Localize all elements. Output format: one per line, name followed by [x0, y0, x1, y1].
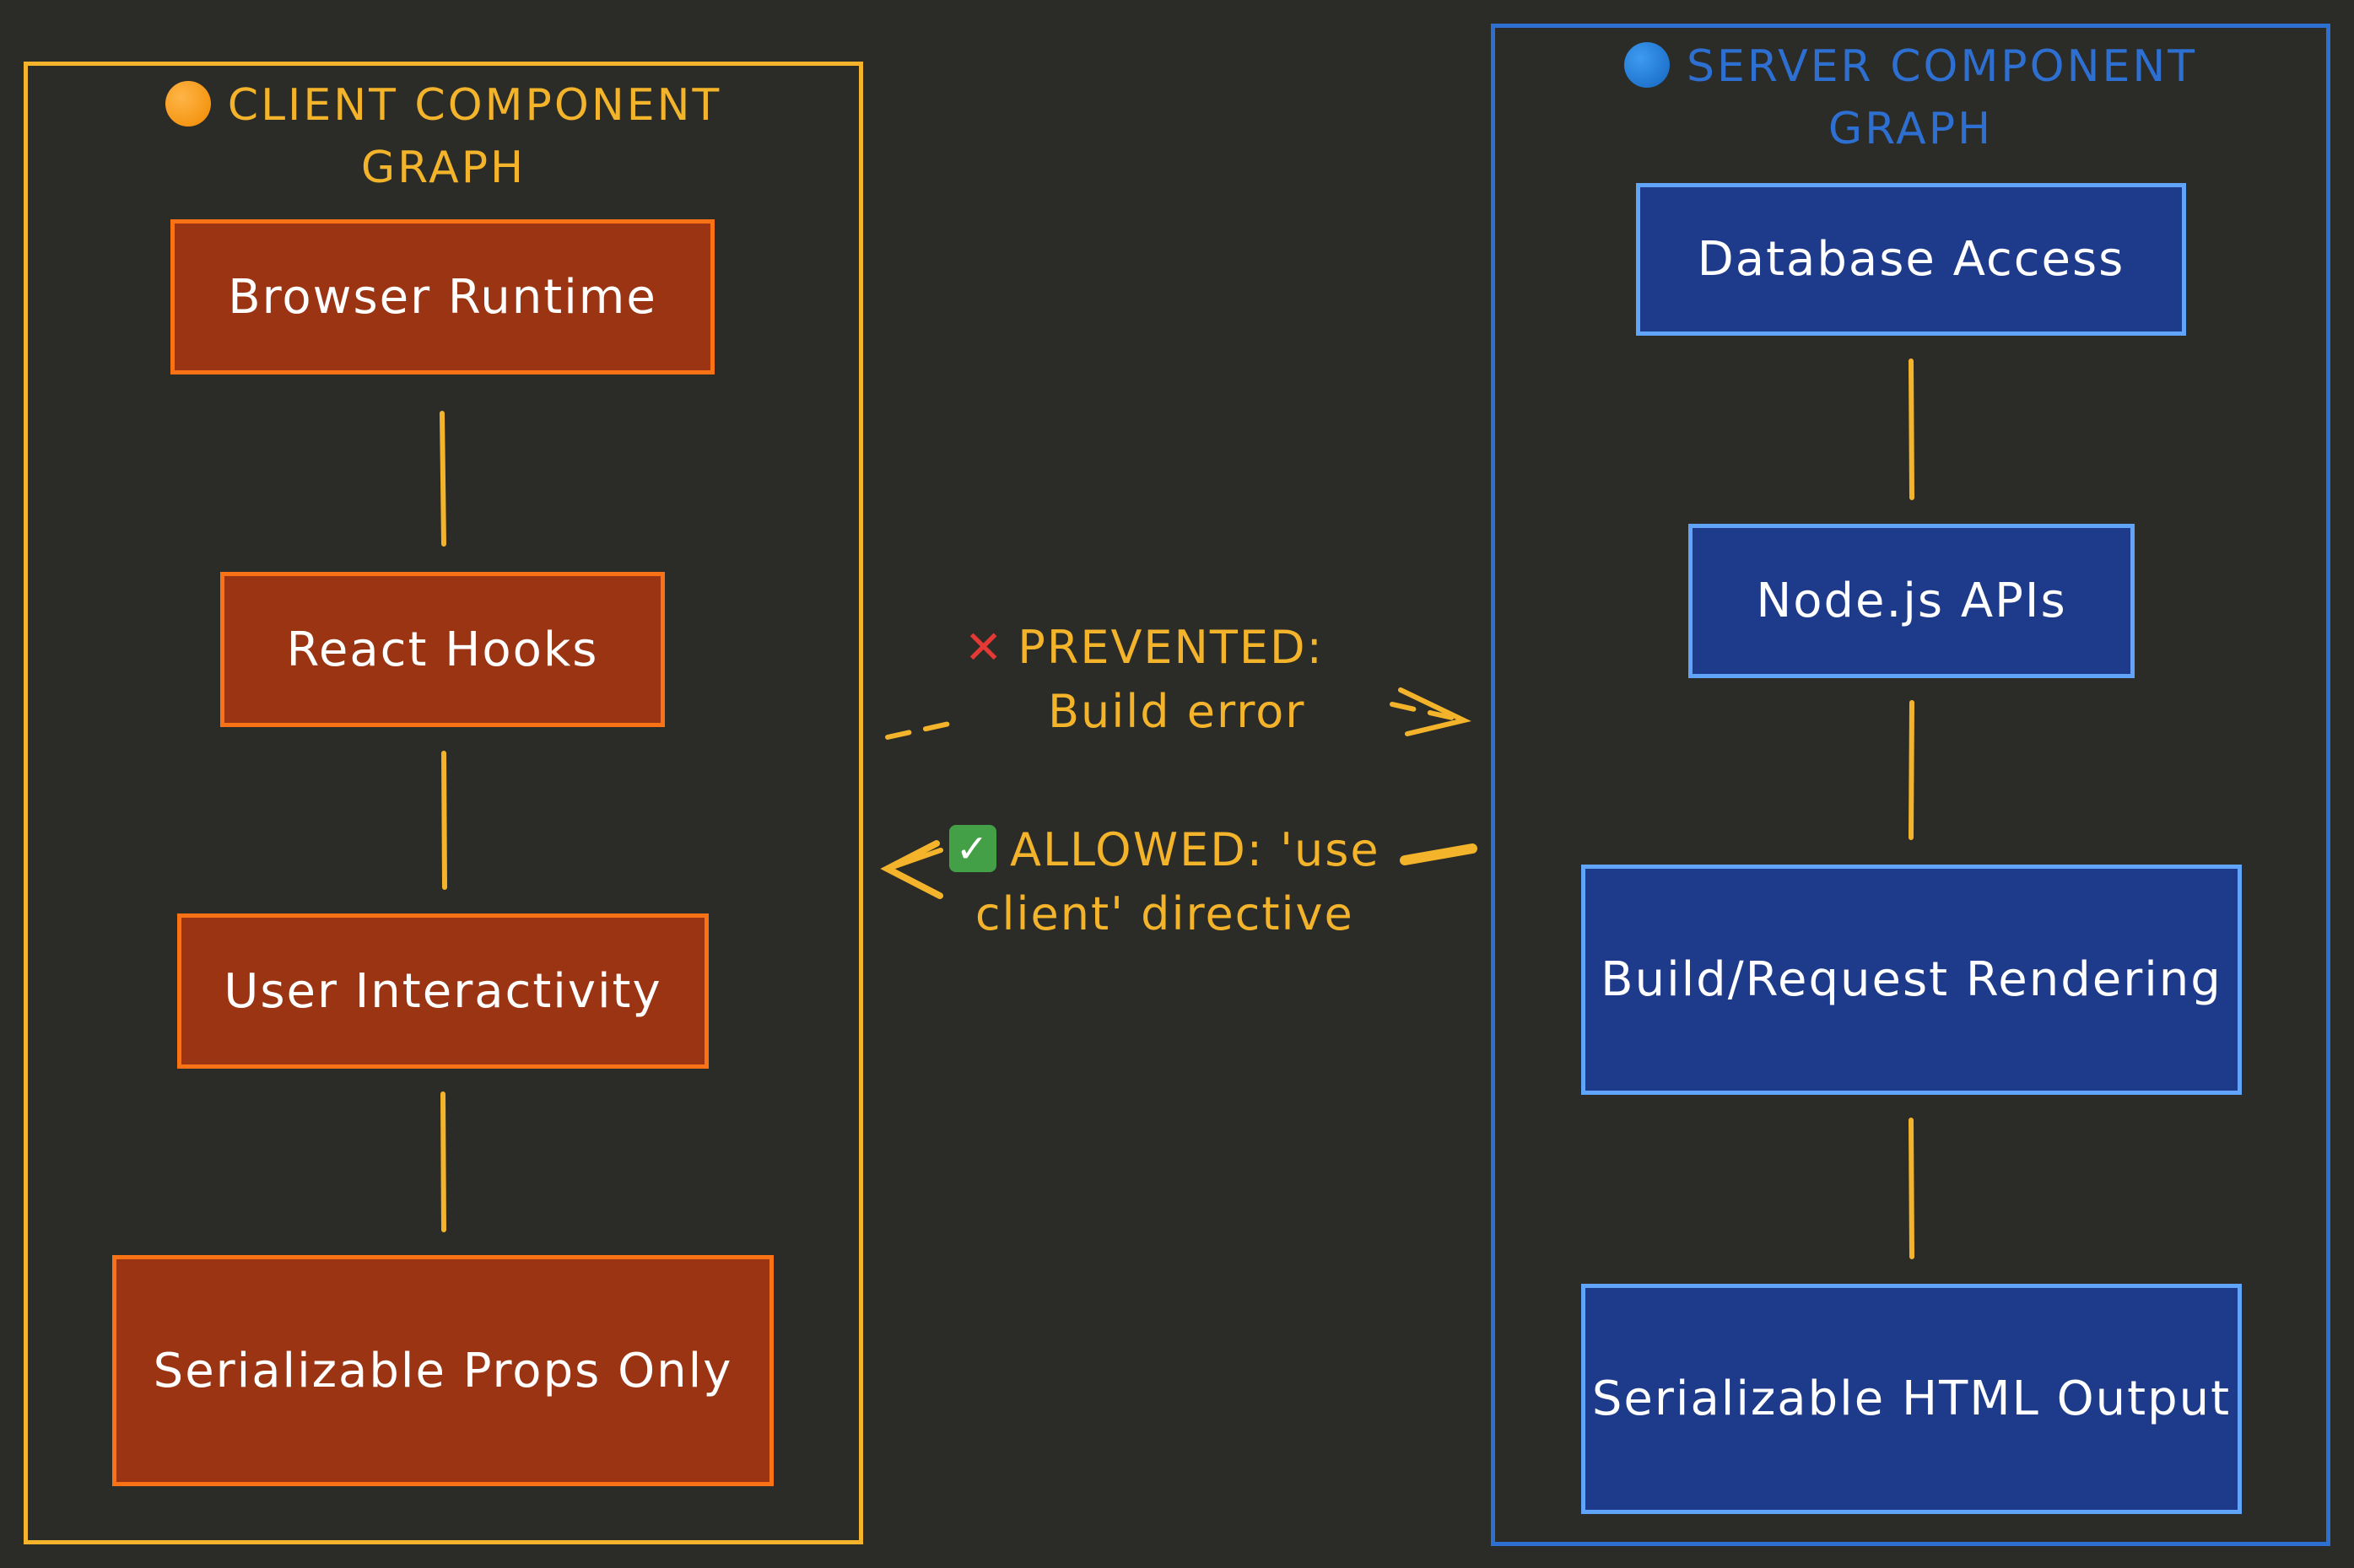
node-database-access: Database Access	[1636, 183, 2186, 336]
client-component-graph	[24, 62, 863, 1544]
orange-circle-icon	[165, 81, 211, 127]
node-label: Serializable HTML Output	[1591, 1371, 2232, 1426]
node-serializable-props-only: Serializable Props Only	[112, 1255, 774, 1486]
node-label: React Hooks	[286, 622, 599, 677]
allowed-label-line2: client' directive	[975, 887, 1354, 940]
connector-database-nodejs	[1909, 358, 1914, 500]
node-label: User Interactivity	[224, 963, 662, 1019]
server-component-graph	[1491, 24, 2330, 1546]
connector-rendering-html	[1909, 1118, 1914, 1259]
server-graph-title-text: SERVER COMPONENT GRAPH	[1686, 41, 2198, 154]
allowed-arrow-line	[1400, 843, 1477, 865]
node-nodejs-apis: Node.js APIs	[1688, 524, 2135, 678]
prevented-arrow-line-end	[1390, 702, 1466, 723]
node-browser-runtime: Browser Runtime	[170, 219, 715, 374]
prevented-arrow-line-start	[885, 721, 952, 740]
connector-react-interactivity	[441, 751, 447, 890]
allowed-label-line1: ALLOWED: 'use	[1010, 823, 1380, 876]
prevented-edge-label: ✕PREVENTED: Build error	[964, 616, 1324, 744]
node-label: Serializable Props Only	[153, 1343, 733, 1398]
red-x-icon: ✕	[964, 621, 1005, 674]
node-label: Browser Runtime	[228, 269, 657, 325]
prevented-arrowhead	[1398, 687, 1471, 736]
allowed-arrowhead	[880, 840, 943, 899]
node-build-request-rendering: Build/Request Rendering	[1581, 865, 2242, 1095]
connector-browser-react	[440, 411, 446, 547]
connector-interactivity-props	[440, 1091, 446, 1232]
blue-circle-icon	[1623, 42, 1670, 88]
prevented-label-line2: Build error	[1048, 685, 1306, 738]
node-label: Node.js APIs	[1756, 574, 2067, 628]
node-label: Build/Request Rendering	[1601, 952, 2222, 1007]
client-graph-title: CLIENT COMPONENT GRAPH	[24, 74, 863, 199]
node-label: Database Access	[1697, 232, 2125, 287]
green-check-icon: ✓	[949, 825, 996, 872]
client-graph-title-text: CLIENT COMPONENT GRAPH	[227, 80, 722, 193]
node-serializable-html-output: Serializable HTML Output	[1581, 1284, 2242, 1514]
prevented-label-line1: PREVENTED:	[1018, 621, 1324, 674]
server-graph-title: SERVER COMPONENT GRAPH	[1491, 35, 2330, 160]
node-user-interactivity: User Interactivity	[177, 913, 709, 1069]
allowed-edge-label: ✓ ALLOWED: 'use client' directive	[949, 818, 1380, 946]
connector-nodejs-rendering	[1909, 700, 1914, 840]
node-react-hooks: React Hooks	[220, 572, 665, 727]
